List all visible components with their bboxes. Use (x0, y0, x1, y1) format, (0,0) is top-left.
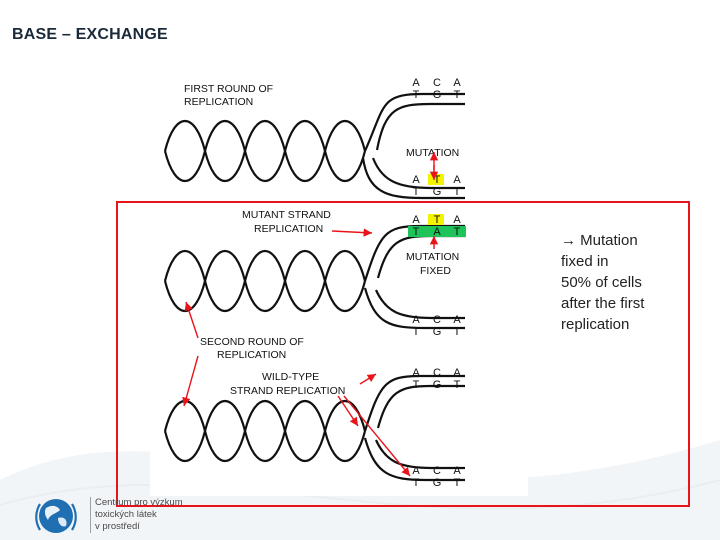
bp-bot-upper-3: A (453, 465, 461, 477)
caption-line-3: 50% of cells (561, 274, 642, 291)
arrow-wild-type-1 (359, 373, 377, 385)
bp-sm-upper-1: A (412, 314, 420, 326)
bp-wt-upper-3: A (453, 367, 461, 379)
arrow-wild-type-2 (337, 395, 359, 427)
bp-ms-lower-1: T (413, 226, 420, 238)
helix-bottom (163, 374, 465, 482)
bp-ms-lower-3: T (454, 226, 461, 238)
label-first-round-2: REPLICATION (184, 96, 253, 108)
helix-top (163, 92, 465, 200)
caption-line-2: fixed in (561, 253, 609, 270)
bp-sm-lower-1: T (413, 326, 420, 338)
label-wild-type-1: WILD-TYPE (262, 371, 319, 383)
caption-line-1: → Mutation (561, 232, 638, 249)
bp-mut-upper-1: A (412, 174, 420, 186)
bp-top-lower-1: T (413, 89, 420, 101)
bp-mut-upper-3: A (453, 174, 461, 186)
bp-top-upper-1: A (412, 77, 420, 89)
bp-ms-upper-3: A (453, 214, 461, 226)
label-mutation-fixed-2: FIXED (420, 265, 451, 277)
bp-mut-lower-3: T (454, 186, 461, 198)
caption-line-5: replication (561, 316, 630, 333)
highlight-frame (116, 201, 690, 507)
caption-line-4: after the first (561, 295, 645, 312)
replication-diagram: A C A T G T A T A T G T A T A T A T A C … (150, 66, 528, 496)
arrow-wild-type-3 (343, 395, 411, 477)
mutant-highlight-2 (428, 214, 444, 225)
bp-mut-lower-1: T (413, 186, 420, 198)
globe-icon (35, 499, 77, 533)
bp-wt-upper-2: C (433, 367, 441, 379)
label-mutant-strand-2: REPLICATION (254, 223, 323, 235)
bp-bot-upper-2: C (433, 465, 441, 477)
arrow-second-round-up (184, 301, 199, 339)
logo-line-2: toxických látek (95, 509, 157, 520)
bp-wt-lower-3: T (454, 379, 461, 391)
bp-sm-lower-2: G (433, 326, 442, 338)
label-second-round-1: SECOND ROUND OF (200, 336, 304, 348)
bp-top-upper-2: C (433, 77, 441, 89)
logo-text: Centrum pro výzkum toxických látek v pro… (90, 497, 183, 533)
bp-ms-lower-2: A (433, 226, 441, 238)
label-mutation-fixed-1: MUTATION (406, 251, 459, 263)
bp-bot-lower-1: T (413, 477, 420, 489)
logo-line-1: Centrum pro výzkum (95, 497, 183, 508)
label-second-round-2: REPLICATION (217, 349, 286, 361)
label-mutation: MUTATION (406, 147, 459, 159)
arrow-second-round-down (182, 355, 199, 407)
label-first-round-1: FIRST ROUND OF (184, 83, 273, 95)
bp-wt-lower-2: G (433, 379, 442, 391)
logo-line-3: v prostředí (95, 521, 140, 532)
bp-ms-upper-2: T (434, 214, 441, 226)
caption: → Mutation fixed in 50% of cells after t… (561, 230, 701, 335)
label-wild-type-2: STRAND REPLICATION (230, 385, 345, 397)
bp-wt-upper-1: A (412, 367, 420, 379)
bp-bot-lower-3: T (454, 477, 461, 489)
bp-sm-upper-2: C (433, 314, 441, 326)
bp-ms-upper-1: A (412, 214, 420, 226)
bp-sm-lower-3: T (454, 326, 461, 338)
bp-sm-upper-3: A (453, 314, 461, 326)
helix-middle (163, 224, 465, 330)
bp-wt-lower-1: T (413, 379, 420, 391)
slide-title: BASE – EXCHANGE (12, 26, 168, 43)
bp-mut-lower-2: G (433, 186, 442, 198)
bp-bot-upper-1: A (412, 465, 420, 477)
fixed-highlight (408, 226, 466, 237)
bp-top-lower-3: T (454, 89, 461, 101)
bp-bot-lower-2: G (433, 477, 442, 489)
arrow-mutant-strand (331, 228, 373, 237)
bp-top-upper-3: A (453, 77, 461, 89)
label-mutant-strand-1: MUTANT STRAND (242, 209, 331, 221)
bp-top-lower-2: G (433, 89, 442, 101)
bp-mut-upper-2: T (434, 174, 441, 186)
